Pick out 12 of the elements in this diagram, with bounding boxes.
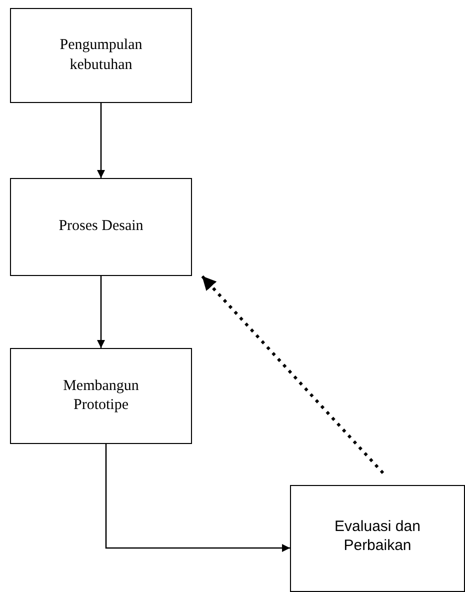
process-box xyxy=(290,485,465,592)
box-label: Pengumpulan kebutuhan xyxy=(58,36,144,74)
process-box xyxy=(10,8,192,103)
dotted-arrow xyxy=(200,274,384,474)
arrow xyxy=(97,103,105,178)
process-box xyxy=(10,348,192,444)
box-label: Membangun Prototipe xyxy=(62,376,140,415)
arrow xyxy=(105,444,290,552)
box-label: Proses Desain xyxy=(58,217,144,236)
arrow xyxy=(97,276,105,348)
process-box xyxy=(10,178,192,276)
box-label: Evaluasi dan Perbaikan xyxy=(334,516,422,556)
